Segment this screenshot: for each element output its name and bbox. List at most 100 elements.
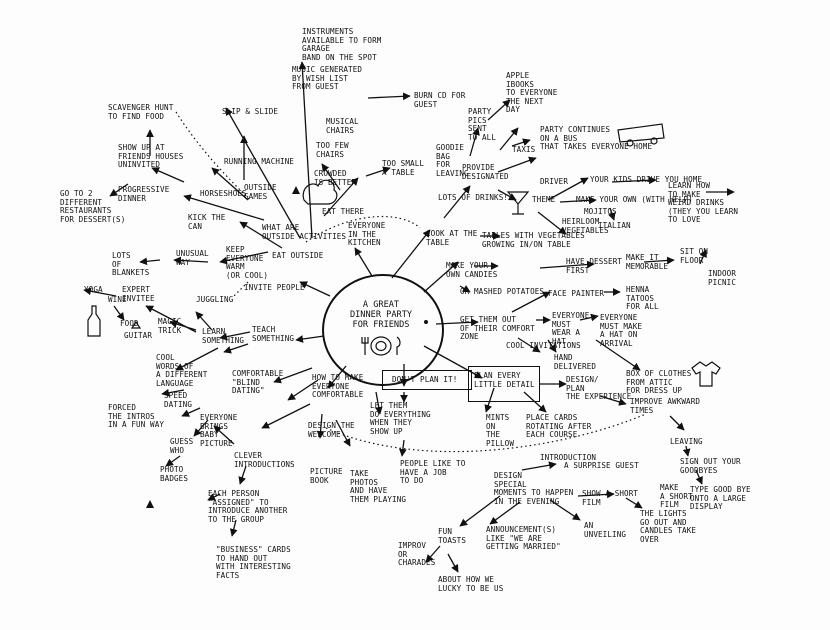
node-kick-can: KICK THE CAN [188,213,226,231]
node-music: MUSIC GENERATED BY WISH LIST FROM GUEST [292,65,363,92]
node-photo-badges: PHOTO BADGES [160,465,189,483]
node-show-film: SHOW A SHORT FILM [582,489,639,507]
node-progressive: PROGRESSIVE DINNER [118,185,170,203]
branch-line [423,261,459,293]
node-improve-times: IMPROVE AWKWARD TIMES [630,397,701,415]
node-horseshoes: HORSESHOES [200,189,247,198]
node-hand-delivered: HAND DELIVERED [554,353,597,371]
star-icon [146,500,154,508]
node-too-few-chairs: TOO FEW CHAIRS [316,141,349,159]
node-henna: HENNA TATOOS FOR ALL [626,285,659,312]
node-sign-out: SIGN OUT YOUR GOODBYES [680,457,741,475]
node-improv: IMPROV OR CHARADES [398,541,436,568]
node-unusual-way: UNUSUAL WAY [176,249,209,267]
node-outside-games: OUTSIDE GAMES [244,183,277,201]
node-memorable: MAKE IT MEMORABLE [626,253,669,271]
node-expert-invitee: EXPERT INVITEE [122,285,155,303]
node-keep-warm: KEEP EVERYONE WARM (OR COOL) [226,245,269,280]
node-box-clothes: BOX OF CLOTHES FROM ATTIC FOR DRESS UP [626,369,692,396]
node-crowded: CROWDED IS BETTER [314,169,357,187]
node-sit-floor: SIT ON FLOOR [680,247,709,265]
shirt-icon [691,361,721,387]
node-make-candies: MAKE YOUR OWN CANDIES [446,261,498,279]
node-everyone-kitchen: EVERYONE IN THE KITCHEN [348,221,386,248]
node-lights-out: THE LIGHTS GO OUT AND CANDLES TAKE OVER [640,509,697,544]
node-too-small-table: TOO SMALL A TABLE [382,159,425,177]
node-apple-ibooks: APPLE IBOOKS TO EVERYONE THE NEXT DAY [506,71,558,115]
node-party-continues: PARTY CONTINUES ON A BUS THAT TAKES EVER… [540,125,653,152]
node-mojitos: MOJITOS [584,207,617,216]
node-everyone-must-wear: EVERYONE MUST WEAR A HAT [552,311,590,346]
node-mashed: OR MASHED POTATOES [460,287,545,296]
node-comfort-zone: GET THEM OUT OF THEIR COMFORT ZONE [460,315,535,342]
node-design-plan: DESIGN/ PLAN THE EXPERIENCE [566,375,632,402]
node-burn-cd: BURN CD FOR GUEST [414,91,466,109]
node-show-up: SHOW UP AT FRIENDS HOUSES UNINVITED [118,143,184,170]
node-introduction: INTRODUCTION [540,453,597,462]
cocktail-glass-icon [506,191,530,205]
node-cook-at-table: COOK AT THE TABLE [426,229,478,247]
node-yoga: YOGA [84,285,103,294]
node-unveiling: AN UNVEILING [584,521,627,539]
node-lots-blankets: LOTS OF BLANKETS [112,251,150,278]
node-place-cards: PLACE CARDS ROTATING AFTER EACH COURSE [526,413,592,440]
node-provide-designated: PROVIDE DESIGNATED [462,163,509,181]
node-plan-every: PLAN EVERY LITTLE DETAIL [474,371,535,389]
node-outside-activities: WHAT ARE OUTSIDE ACTIVITIES [262,223,347,241]
node-running-machine: RUNNING MACHINE [224,157,295,166]
node-forced-intros: FORCED THE INTROS IN A FUN WAY [108,403,165,430]
node-cool-words: COOL WORDS OF A DIFFERENT LANGUAGE [156,353,208,388]
node-driver: DRIVER [540,177,569,186]
node-indoor-picnic: INDOOR PICNIC [708,269,737,287]
branch-line [391,229,431,279]
node-heirloom: HEIRLOOM VEGETABLES [562,217,609,235]
node-let-them: LET THEM DO EVERYTHING WHEN THEY SHOW UP [370,401,431,436]
node-scavenger: SCAVENGER HUNT TO FIND FOOD [108,103,174,121]
node-make-hat: EVERYONE MUST MAKE A HAT ON ARRIVAL [600,313,643,348]
node-kids-drive: YOUR KIDS DRIVE YOU HOME [590,175,703,184]
node-take-photos: TAKE PHOTOS AND HAVE THEM PLAYING [350,469,407,504]
branch-line [295,335,325,343]
node-goodie-bags: GOODIE BAG FOR LEAVING [436,143,469,178]
node-musical-chairs: MUSICAL CHAIRS [326,117,359,135]
node-tables-grown: TABLES WITH VEGETABLES GROWING IN/ON TAB… [482,231,585,249]
node-clever-intros: CLEVER INTRODUCTIONS [234,451,295,469]
node-learn-weird-drinks: LEARN HOW TO MAKE WEIRD DRINKS (THEY YOU… [668,181,739,225]
node-type-goodbye: TYPE GOOD BYE ONTO A LARGE DISPLAY [690,485,751,512]
node-learn-something: LEARN SOMETHING [202,327,245,345]
node-speed-dating: SPEED DATING [164,391,193,409]
node-make-your-own: MAKE YOUR OWN (WITH HELP) [576,195,693,204]
wine-bottle-icon [87,305,101,337]
node-lots-of-drinks: LOTS OF DRINKS! [438,193,509,202]
branch-line [354,247,373,277]
node-teach-something: TEACH SOMETHING [252,325,295,343]
node-juggling: JUGGLING [196,295,234,304]
node-dessert-first: HAVE DESSERT FIRST [566,257,623,275]
node-face-painter: FACE PAINTER [548,289,605,298]
bus-icon [617,123,665,143]
node-comfortable-blind: COMFORTABLE "BLIND DATING" [232,369,284,396]
node-each-person: EACH PERSON "ASSIGNED" TO INTRODUCE ANOT… [208,489,288,524]
node-how-to-make: HOW TO MAKE EVERYONE COMFORTABLE [312,373,364,400]
node-guitar: GUITAR [124,331,153,340]
node-design-welcome: DESIGN THE WELCOME [308,421,355,439]
node-business-cards: "BUSINESS" CARDS TO HAND OUT WITH INTERE… [216,545,291,580]
branch-line [299,281,331,297]
node-invite-people: INVITE PEOPLE [244,283,305,292]
node-food: FOOD [120,319,139,328]
node-picture-book: PICTURE BOOK [310,467,343,485]
node-italian: ITALIAN [598,221,631,230]
node-make-film: MAKE A SHORT FILM [660,483,693,510]
node-slip-slide: SLIP & SLIDE [222,107,279,116]
node-fun-toasts: FUN TOASTS [438,527,467,545]
node-wine: WINE [108,295,127,304]
node-people-job: PEOPLE LIKE TO HAVE A JOB TO DO [400,459,466,486]
node-eat-there: EAT THERE [322,207,365,216]
node-leaving: LEAVING [670,437,703,446]
node-dont-plan: DON'T PLAN IT! [392,375,458,384]
node-lucky: ABOUT HOW WE LUCKY TO BE US [438,575,504,593]
node-magic-trick: MAGIC TRICK [158,317,182,335]
node-theme: THEME [532,195,556,204]
